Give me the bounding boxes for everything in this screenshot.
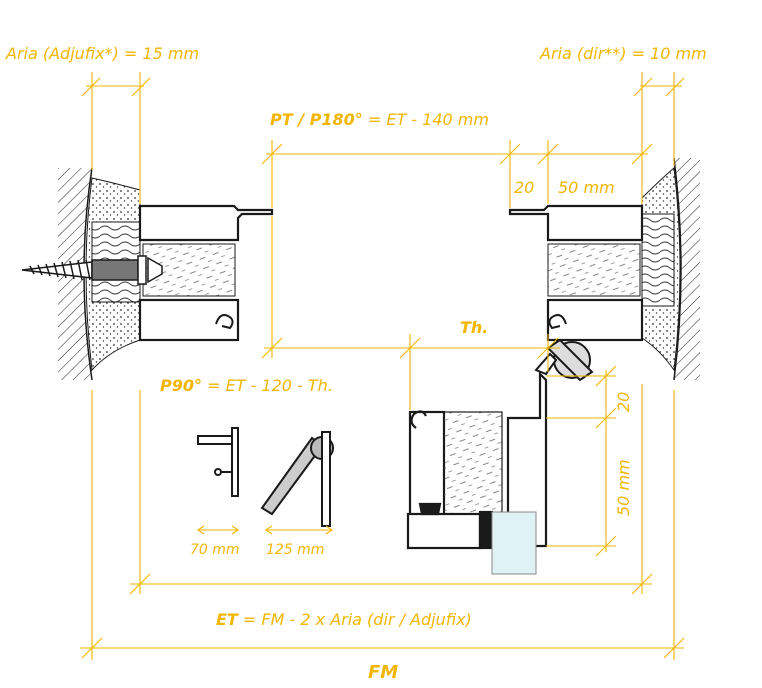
left-wall (58, 167, 141, 381)
p90-formula-rest: = ET - 120 - Th. (202, 376, 333, 395)
et-formula: ET = FM - 2 x Aria (dir / Adjufix) (216, 612, 472, 628)
et-formula-bold: ET (216, 610, 238, 629)
aria-adjufix-label: Aria (Adjufix*) = 15 mm (6, 44, 200, 63)
pt-formula-bold: PT / P180° (270, 110, 363, 129)
p90-formula-bold: P90° (160, 376, 202, 395)
pt-formula: PT / P180° = ET - 140 mm (270, 112, 489, 128)
fm-label: FM (368, 664, 398, 682)
aria-dir-label: Aria (dir**) = 10 mm (540, 44, 707, 63)
dim-50-top: 50 mm (558, 178, 615, 197)
handle-90-icon (197, 427, 239, 497)
right-wall (641, 157, 700, 381)
fixing-screw (21, 255, 163, 285)
dim-125-label: 125 mm (266, 542, 325, 558)
handle-180-icon (260, 431, 334, 527)
et-formula-rest: = FM - 2 x Aria (dir / Adjufix) (237, 610, 472, 629)
dim-20-top: 20 (514, 178, 535, 197)
th-label: Th. (460, 320, 488, 336)
hinge (534, 338, 594, 382)
dim-70-label: 70 mm (190, 542, 240, 558)
dimension-lines (80, 72, 685, 660)
dim-20-side: 20 (614, 391, 633, 412)
p90-formula: P90° = ET - 120 - Th. (160, 378, 333, 394)
pt-formula-rest: = ET - 140 mm (362, 110, 489, 129)
dim-50-side: 50 mm (614, 459, 633, 516)
right-frame-profile (508, 204, 644, 342)
th-label-text: Th. (460, 318, 489, 337)
door-leaf-open (406, 371, 548, 575)
fm-label-text: FM (368, 662, 399, 683)
